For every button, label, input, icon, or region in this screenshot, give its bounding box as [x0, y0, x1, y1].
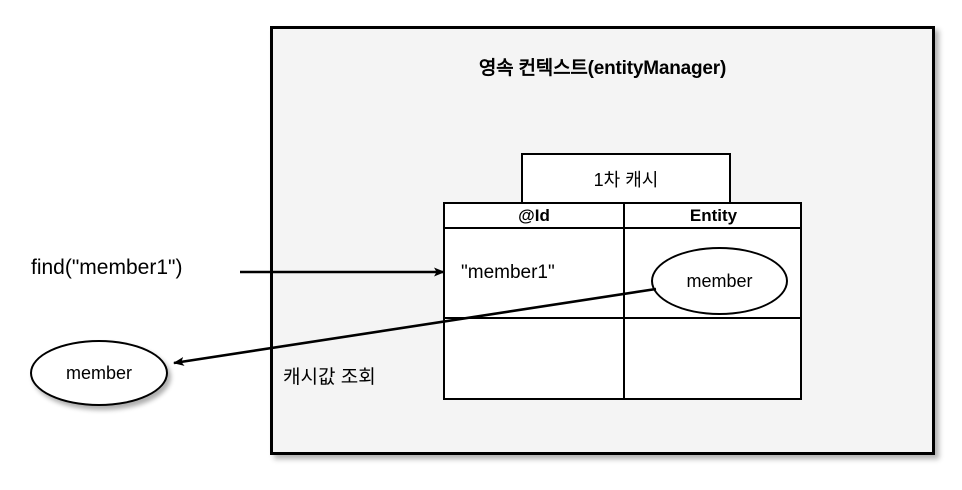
table-cell-id-value: "member1": [461, 262, 555, 283]
cached-entity-label: member: [686, 270, 753, 291]
returned-entity-label: member: [65, 362, 132, 383]
table-header-divider: [445, 227, 800, 229]
table-header-entity: Entity: [689, 205, 738, 225]
cache-read-label: 캐시값 조회: [283, 367, 376, 388]
first-level-cache-table: @Id Entity "member1" member: [443, 202, 802, 400]
table-header-id: @Id: [518, 205, 550, 225]
first-level-cache-tab-label: 1차 캐시: [593, 169, 659, 190]
persistence-context-title: 영속 컨텍스트(entityManager): [478, 58, 727, 79]
table-column-divider: [623, 204, 625, 398]
first-level-cache-tab: 1차 캐시: [521, 153, 731, 204]
returned-entity-ellipse: member: [30, 340, 168, 406]
find-call-label: find("member1"): [31, 256, 183, 279]
cached-entity-ellipse: member: [651, 247, 788, 315]
